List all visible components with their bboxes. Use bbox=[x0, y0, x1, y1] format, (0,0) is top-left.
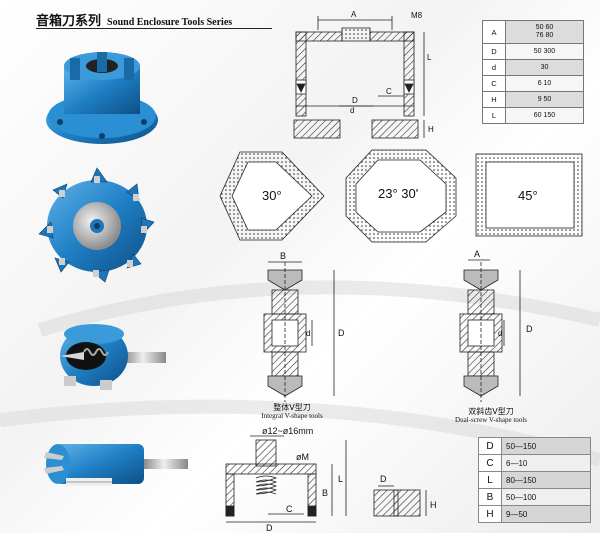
label-a: A bbox=[351, 10, 357, 19]
header-underline bbox=[36, 28, 272, 29]
spec-key: H bbox=[482, 91, 506, 108]
label-c: C bbox=[386, 87, 392, 96]
spec-key: B bbox=[478, 488, 502, 506]
table-row: d 30 bbox=[482, 59, 584, 76]
table-row: D 50—150 bbox=[478, 437, 591, 455]
spec-value: 50 60 76 80 bbox=[505, 20, 584, 44]
caption-english: Integral V-shape tools bbox=[261, 412, 323, 420]
spec-value: 80—150 bbox=[501, 471, 591, 489]
spec-key: D bbox=[478, 437, 502, 455]
spec-key: d bbox=[482, 59, 506, 76]
bottom-section-drawing bbox=[225, 435, 427, 523]
label-b: B bbox=[280, 251, 286, 261]
caption-english: Dual-screw V-shape tools bbox=[455, 416, 527, 424]
caption-chinese: 双斜齿V型刀 bbox=[468, 407, 514, 416]
spec-key: A bbox=[482, 20, 506, 44]
table-row: L 60 150 bbox=[482, 107, 584, 124]
table-row: A 50 60 76 80 bbox=[482, 20, 584, 44]
label-d-small: D bbox=[380, 474, 387, 484]
table-row: L 80—150 bbox=[478, 471, 591, 489]
dual-v-labels: A d D bbox=[474, 249, 533, 338]
tool-photo-long-cutter bbox=[44, 444, 188, 486]
square-angle: 45° bbox=[518, 188, 538, 203]
spec-value: 60 150 bbox=[505, 107, 584, 124]
label-d-outer: D bbox=[338, 328, 345, 338]
bottom-section-labels: ø12~ø16mm øM B L C D D H bbox=[262, 426, 437, 533]
spec-key: C bbox=[482, 75, 506, 92]
table-row: B 50—100 bbox=[478, 488, 591, 506]
spec-table-top: A 50 60 76 80 D 50 300 d 30 C 6 10 H 9 5… bbox=[482, 20, 584, 124]
label-diameter: ø12~ø16mm bbox=[262, 426, 313, 436]
label-phi-m: øM bbox=[296, 452, 309, 462]
label-h: H bbox=[430, 500, 437, 510]
table-row: C 6—10 bbox=[478, 454, 591, 472]
spec-value: 6—10 bbox=[501, 454, 591, 472]
title-chinese: 音箱刀系列 bbox=[36, 14, 102, 29]
label-d-inner: d bbox=[306, 329, 310, 338]
label-d-inner: d bbox=[350, 106, 354, 115]
label-b: B bbox=[322, 488, 328, 498]
table-row: H 9—50 bbox=[478, 505, 591, 523]
caption-chinese: 整体V型刀 bbox=[273, 403, 311, 412]
spec-value: 6 10 bbox=[505, 75, 584, 92]
square-section bbox=[475, 153, 583, 237]
table-row: H 9 50 bbox=[482, 91, 584, 108]
spec-value: 9 50 bbox=[505, 91, 584, 108]
page-header: 音箱刀系列 Sound Enclosure Tools Series bbox=[36, 10, 232, 29]
spec-key: C bbox=[478, 454, 502, 472]
spec-value: 50—100 bbox=[501, 488, 591, 506]
dual-v-tool-drawing bbox=[459, 259, 521, 402]
integral-v-labels: B d D bbox=[280, 251, 345, 338]
label-c: C bbox=[286, 504, 293, 514]
table-row: D 50 300 bbox=[482, 43, 584, 60]
label-h: H bbox=[428, 125, 434, 134]
table-row: C 6 10 bbox=[482, 75, 584, 92]
label-a: A bbox=[474, 249, 480, 259]
hexagon-angle: 30° bbox=[262, 188, 282, 203]
spec-key: H bbox=[478, 505, 502, 523]
octagon-angle: 23° 30' bbox=[378, 186, 419, 201]
integral-v-tool-drawing bbox=[263, 261, 335, 402]
dual-v-caption: 双斜齿V型刀 Dual-screw V-shape tools bbox=[436, 407, 546, 425]
top-section-labels: A M8 d L C D H bbox=[350, 10, 434, 134]
spec-value: 30 bbox=[505, 59, 584, 76]
spec-key: D bbox=[482, 43, 506, 60]
label-d-outer: D bbox=[266, 523, 273, 533]
label-l: L bbox=[427, 53, 432, 62]
label-l: L bbox=[338, 474, 343, 484]
spec-key: L bbox=[482, 107, 506, 124]
octagon-section bbox=[345, 149, 457, 243]
spec-table-bottom: D 50—150 C 6—10 L 80—150 B 50—100 H 9—50 bbox=[478, 437, 591, 523]
label-d-outer: D bbox=[526, 324, 533, 334]
tool-photo-shank-cutter bbox=[60, 324, 166, 390]
spec-value: 9—50 bbox=[501, 505, 591, 523]
tool-photo-tooth-disc bbox=[38, 167, 155, 283]
top-section-drawing bbox=[293, 16, 425, 139]
integral-v-caption: 整体V型刀 Integral V-shape tools bbox=[252, 403, 332, 421]
label-m8: M8 bbox=[411, 11, 423, 20]
label-d-outer: D bbox=[352, 96, 358, 105]
tool-photo-flange-cutter bbox=[46, 52, 158, 144]
spec-value: 50 300 bbox=[505, 43, 584, 60]
spec-key: L bbox=[478, 471, 502, 489]
title-english: Sound Enclosure Tools Series bbox=[107, 17, 233, 28]
label-d-inner: d bbox=[498, 329, 502, 338]
spec-value: 50—150 bbox=[501, 437, 591, 455]
hexagon-section bbox=[219, 151, 325, 241]
